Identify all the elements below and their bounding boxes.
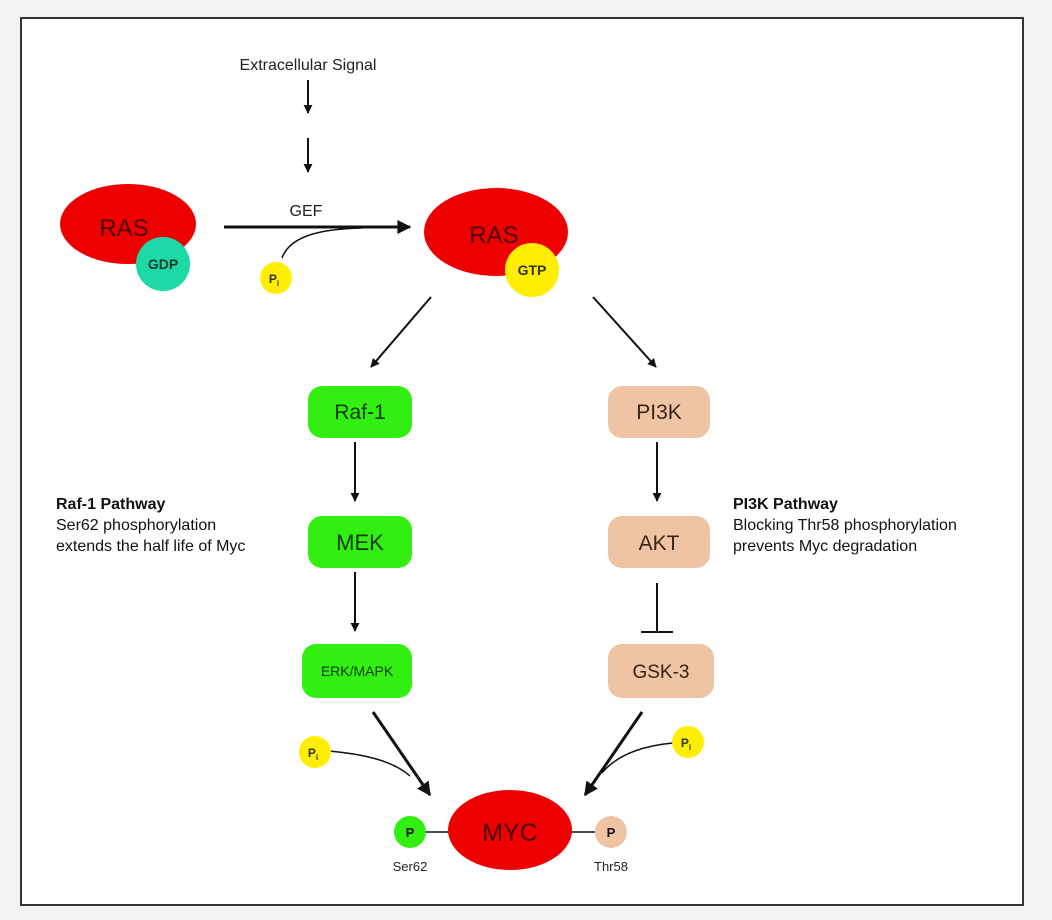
pi-label-right: Pi <box>681 736 691 752</box>
erk-label: ERK/MAPK <box>321 663 394 679</box>
ser62-phospho-circle <box>394 816 426 848</box>
ser62-mark: P <box>406 825 415 840</box>
pi-curve-left <box>327 750 411 777</box>
raf1-pathway-line1: Ser62 phosphorylation <box>56 517 217 534</box>
pi-release-curve <box>281 227 363 259</box>
myc-label: MYC <box>482 819 538 847</box>
figure-frame <box>20 17 1024 906</box>
akt-label: AKT <box>639 532 680 555</box>
ser62-label: Ser62 <box>393 859 428 874</box>
raf1-box <box>308 386 412 438</box>
signal-label: Extracellular Signal <box>240 57 377 74</box>
raf1-pathway-line2: extends the half life of Myc <box>56 538 246 555</box>
gef-label: GEF <box>290 203 323 220</box>
raf1-pathway-note: Raf-1 Pathway Ser62 phosphorylation exte… <box>56 494 245 557</box>
thr58-label: Thr58 <box>594 859 628 874</box>
pi3k-pathway-title: PI3K Pathway <box>733 496 838 513</box>
pi3k-pathway-note: PI3K Pathway Blocking Thr58 phosphorylat… <box>733 494 957 557</box>
myc-ellipse <box>448 790 572 870</box>
gsk3-label: GSK-3 <box>632 662 689 683</box>
arrow-erk-to-myc <box>371 711 432 797</box>
arrow-ras-to-pi3k <box>592 296 657 368</box>
pi-circle-top <box>260 262 292 294</box>
ras-active-label: RAS <box>469 222 518 249</box>
pi3k-pathway-line2: prevents Myc degradation <box>733 538 918 555</box>
thr58-mark: P <box>607 825 616 840</box>
gdp-circle <box>136 237 190 291</box>
gdp-label: GDP <box>148 256 178 272</box>
raf1-pathway-title: Raf-1 Pathway <box>56 496 166 513</box>
pi-circle-right <box>672 726 704 758</box>
arrow-gsk3-to-myc <box>583 711 644 797</box>
raf1-label: Raf-1 <box>334 401 385 424</box>
pi3k-label: PI3K <box>636 401 682 424</box>
pi-curve-right <box>601 742 674 774</box>
akt-box <box>608 516 710 568</box>
mek-label: MEK <box>336 530 384 555</box>
ras-inactive-label: RAS <box>99 215 148 242</box>
pi-label-top: Pi <box>269 272 279 288</box>
gtp-circle <box>505 243 559 297</box>
mek-box <box>308 516 412 568</box>
pi3k-box <box>608 386 710 438</box>
gtp-label: GTP <box>518 262 547 278</box>
pi-label-left: Pi <box>308 746 318 762</box>
pi3k-pathway-line1: Blocking Thr58 phosphorylation <box>733 517 957 534</box>
pi-circle-left <box>299 736 331 768</box>
arrow-ras-to-raf1 <box>370 296 432 368</box>
thr58-phospho-circle <box>595 816 627 848</box>
gsk3-box <box>608 644 714 698</box>
erk-box <box>302 644 412 698</box>
